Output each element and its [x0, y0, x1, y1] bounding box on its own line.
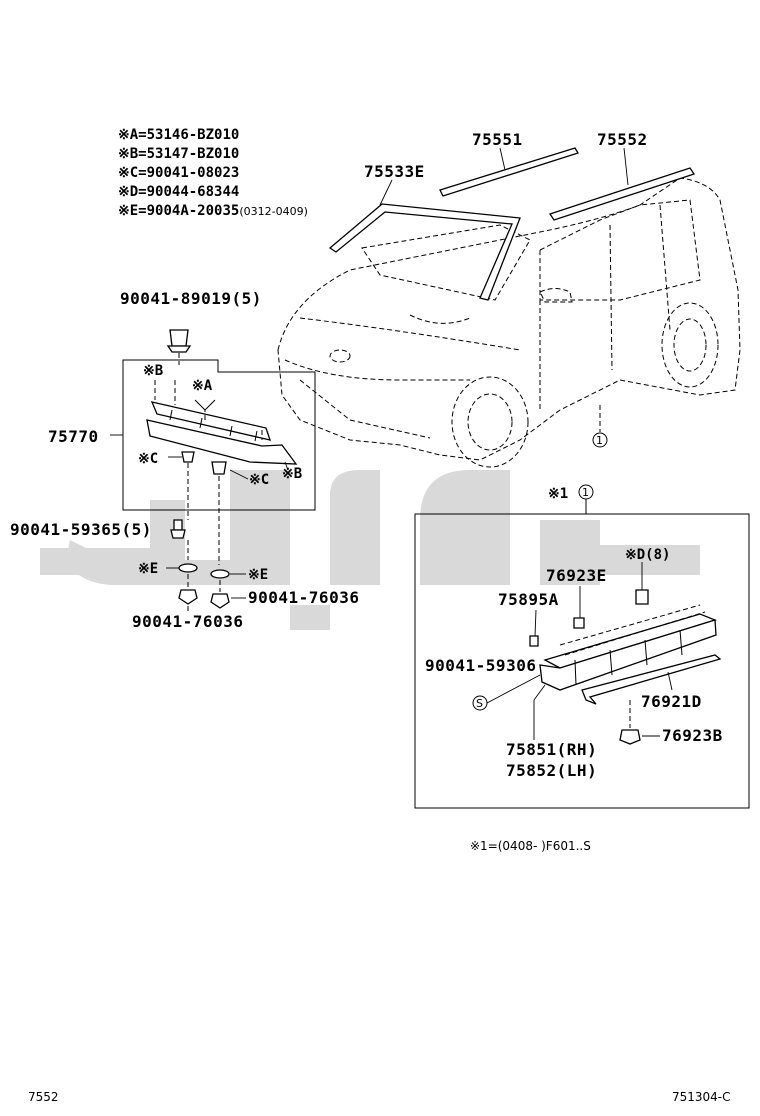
callout-a1: ※A — [192, 378, 213, 394]
label-90041-59306: 90041-59306 — [425, 656, 536, 675]
callout-box-mark: ※1 — [548, 486, 568, 502]
nut-parts — [178, 589, 230, 609]
vehicle-outline — [277, 177, 741, 468]
footnote: ※1=(0408- )F601..S — [470, 839, 591, 853]
screw-part — [170, 519, 186, 539]
garnish-detail-box — [122, 359, 316, 511]
ref-1-label: 1 — [596, 434, 603, 447]
label-90041-76036-left: 90041-76036 — [132, 612, 243, 631]
top-clip-part — [166, 329, 192, 353]
note-c: ※C=90041-08023 — [118, 165, 239, 181]
callout-e2: ※E — [248, 567, 268, 583]
rocker-molding-part — [539, 604, 717, 691]
callout-d8: ※D(8) — [625, 547, 670, 563]
watermark-logo — [40, 470, 700, 630]
label-90041-76036-right: 90041-76036 — [248, 588, 359, 607]
callout-c1: ※C — [138, 451, 158, 467]
ref-1-circle — [592, 432, 608, 448]
label-75851-rh: 75851(RH) — [506, 740, 597, 759]
label-75770: 75770 — [48, 427, 99, 446]
label-76923e: 76923E — [546, 566, 607, 585]
label-75852-lh: 75852(LH) — [506, 761, 597, 780]
washer-e1 — [178, 563, 198, 573]
label-75895a: 75895A — [498, 590, 559, 609]
front-garnish-part — [146, 401, 298, 465]
side-molding-part — [581, 654, 722, 705]
callout-b1: ※B — [143, 363, 163, 379]
clip-76923b-part — [619, 729, 641, 745]
rocker-detail-box — [414, 513, 750, 809]
windshield-molding-part — [328, 203, 521, 301]
label-76921d: 76921D — [641, 692, 702, 711]
roof-molding-parts — [439, 147, 696, 221]
box-ref-label: 1 — [582, 486, 589, 499]
footer-left: 7552 — [28, 1090, 59, 1104]
note-e: ※E=9004A-20035(0312-0409) — [118, 203, 308, 219]
callout-b2: ※B — [282, 466, 302, 482]
clip-c-parts — [181, 451, 227, 475]
label-76923b: 76923B — [662, 726, 723, 745]
clip-76923e-part — [573, 617, 585, 629]
note-b: ※B=53147-BZ010 — [118, 146, 239, 162]
footer-right: 751304-C — [672, 1090, 731, 1104]
note-d: ※D=90044-68344 — [118, 184, 239, 200]
label-75533e: 75533E — [364, 162, 425, 181]
label-90041-89019: 90041-89019(5) — [120, 289, 262, 308]
callout-c2: ※C — [249, 472, 269, 488]
callout-e1: ※E — [138, 561, 158, 577]
label-75552: 75552 — [597, 130, 648, 149]
washer-e2 — [210, 569, 230, 579]
clip-d-part — [635, 589, 649, 605]
note-a: ※A=53146-BZ010 — [118, 127, 239, 143]
label-75551: 75551 — [472, 130, 523, 149]
notes-block: ※A=53146-BZ010 ※B=53147-BZ010 ※C=90041-0… — [118, 127, 308, 219]
s-label: S — [476, 697, 483, 710]
label-90041-59365: 90041-59365(5) — [10, 520, 152, 539]
clip-75895a-part — [529, 635, 539, 647]
